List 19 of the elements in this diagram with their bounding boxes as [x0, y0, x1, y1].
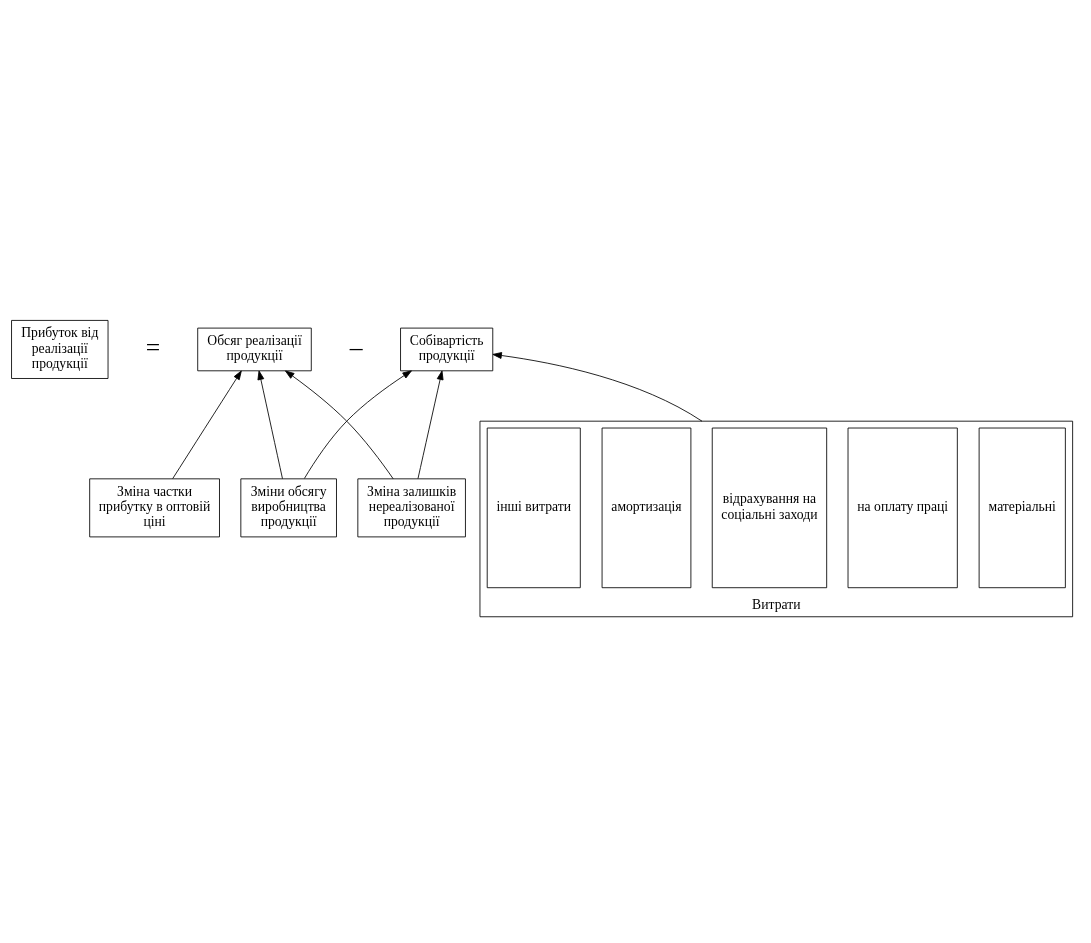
- label: =: [145, 332, 161, 362]
- node-box: Зміни обсягу виробництва продукції: [240, 477, 337, 537]
- label: –: [349, 332, 363, 362]
- arrow: [257, 370, 283, 479]
- arrow: [417, 370, 444, 479]
- node-box: на оплату праці: [847, 427, 958, 588]
- node-box: інші витрати: [486, 427, 581, 588]
- node-box: матеріальні: [978, 427, 1066, 588]
- node-box: Собівартість продукції: [400, 327, 494, 371]
- node-box: Зміна частки прибутку в оптовій ціні: [89, 477, 220, 537]
- node-box: відрахування на соціальні заходи: [711, 427, 828, 588]
- arrow: [304, 369, 412, 479]
- node-box: Обсяг реалізації продукції: [197, 327, 312, 371]
- arrow: [172, 370, 242, 479]
- node-box: Прибуток від реалізації продукції: [11, 319, 109, 379]
- arrow: [492, 351, 703, 422]
- node-box: Зміна залишків нереалізованої продукції: [357, 477, 466, 537]
- arrow: [285, 370, 394, 479]
- node-box: амортизація: [601, 427, 692, 588]
